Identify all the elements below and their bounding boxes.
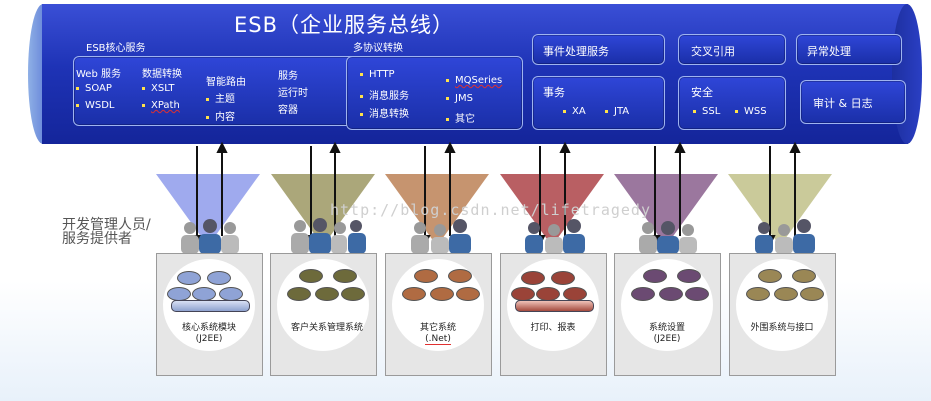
people-group-6: [755, 219, 815, 254]
developer-label: 开发管理人员/ 服务提供者: [62, 218, 151, 246]
people-group-2: [291, 218, 366, 254]
content-item: 内容: [206, 108, 235, 123]
system-name: 外围系统与接口: [750, 323, 814, 333]
mqseries-text: MQSeries: [455, 75, 503, 86]
ssl-item: SSL: [693, 106, 720, 117]
people-group-4: [525, 219, 585, 254]
system-box-crm: 客户关系管理系统: [270, 253, 377, 376]
xref-label: 交叉引用: [691, 45, 735, 58]
system-circle: 打印、报表: [507, 259, 599, 351]
xref-box: 交叉引用: [678, 34, 786, 65]
developer-line-1: 开发管理人员/: [62, 217, 151, 233]
xslt-item: XSLT: [142, 83, 175, 94]
xa-item: XA: [563, 106, 586, 117]
people-group-1: [181, 219, 239, 254]
core-title: ESB核心服务: [86, 43, 146, 54]
jms-item: JMS: [446, 93, 473, 104]
audit-box: 审计 & 日志: [800, 80, 906, 124]
system-box-settings: 系统设置(J2EE): [614, 253, 721, 376]
security-title: 安全: [691, 86, 713, 99]
system-box-peripheral: 外围系统与接口: [729, 253, 836, 376]
esb-bus: ESB（企业服务总线） ESB核心服务 Web 服务 SOAP WSDL 数据转…: [28, 4, 922, 144]
developer-line-2: 服务提供者: [62, 231, 132, 247]
exception-label: 异常处理: [807, 45, 851, 58]
mqseries-item: MQSeries: [446, 75, 502, 86]
system-box-core: 核心系统模块(J2EE): [156, 253, 263, 376]
runtime-label: 运行时: [278, 88, 308, 99]
system-box-other: 其它系统(.Net): [385, 253, 492, 376]
people-group-5: [639, 221, 697, 254]
msg-convert-item: 消息转换: [360, 105, 409, 120]
xpath-item: XPath: [142, 100, 180, 111]
protocol-title: 多协议转换: [353, 43, 403, 54]
soap-item: SOAP: [76, 83, 112, 94]
service-label: 服务: [278, 71, 298, 82]
system-name: 客户关系管理系统: [291, 323, 364, 333]
system-circle: 其它系统(.Net): [392, 259, 484, 351]
web-service-label: Web 服务: [76, 69, 121, 80]
event-label: 事件处理服务: [543, 45, 609, 58]
transaction-box: 事务 XA JTA: [532, 76, 665, 130]
people-group-3: [411, 219, 471, 254]
system-circle: 外围系统与接口: [736, 259, 828, 351]
system-name: 打印、报表: [530, 323, 576, 333]
msg-service-item: 消息服务: [360, 87, 409, 102]
pipe-bar: [171, 300, 250, 312]
jta-item: JTA: [605, 106, 629, 117]
routing-label: 智能路由: [206, 77, 246, 88]
proto-other-item: 其它: [446, 110, 475, 125]
pipe-bar: [515, 300, 594, 312]
system-name: 核心系统模块(J2EE): [181, 323, 236, 344]
event-box: 事件处理服务: [532, 34, 665, 65]
topic-item: 主题: [206, 90, 235, 105]
audit-label: 审计 & 日志: [813, 97, 873, 110]
bus-title: ESB（企业服务总线）: [234, 13, 455, 37]
wss-item: WSS: [735, 106, 767, 117]
watermark: http://blog.csdn.net/lifetragedy: [330, 201, 651, 219]
container-label: 容器: [278, 105, 298, 116]
system-box-print: 打印、报表: [500, 253, 607, 376]
xpath-text: XPath: [151, 100, 180, 111]
transform-label: 数据转换: [142, 69, 182, 80]
http-item: HTTP: [360, 69, 395, 80]
system-name: 系统设置(J2EE): [648, 323, 685, 344]
system-circle: 核心系统模块(J2EE): [163, 259, 255, 351]
system-circle: 客户关系管理系统: [277, 259, 369, 351]
exception-box: 异常处理: [796, 34, 902, 65]
security-box: 安全 SSL WSS: [678, 76, 786, 130]
transaction-title: 事务: [543, 86, 565, 99]
system-name: 其它系统(.Net): [419, 323, 456, 345]
wsdl-item: WSDL: [76, 100, 115, 111]
system-circle: 系统设置(J2EE): [621, 259, 713, 351]
